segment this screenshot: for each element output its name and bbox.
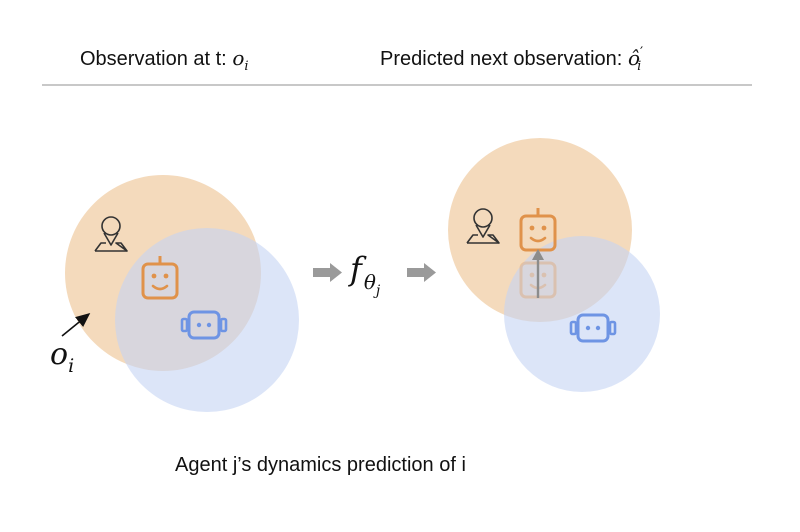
input-arrow bbox=[313, 263, 342, 282]
observation-label-base: o bbox=[50, 337, 68, 372]
person-pin-icon-predicted bbox=[466, 208, 500, 244]
right-panel bbox=[448, 138, 660, 392]
robot-icon-agent-j-predicted bbox=[569, 313, 617, 343]
output-arrow bbox=[407, 263, 436, 282]
robot-icon-agent-j bbox=[180, 310, 228, 340]
person-pin-icon bbox=[94, 216, 128, 252]
function-label-subsubscript: j bbox=[373, 283, 381, 299]
motion-arrow bbox=[532, 249, 544, 298]
right-header-symbol-subscript: i bbox=[637, 59, 642, 74]
observation-pointer-arrow bbox=[61, 312, 91, 337]
right-header-text: Predicted next observation: bbox=[380, 48, 623, 70]
agent-j-observation-circle bbox=[115, 228, 299, 412]
left-header-text: Observation at t: bbox=[80, 48, 227, 70]
right-header: Predicted next observation: ô′i bbox=[380, 45, 644, 74]
right-header-symbol: ô′i bbox=[627, 45, 644, 74]
header-divider bbox=[42, 84, 752, 86]
left-header-symbol: oi bbox=[232, 46, 248, 74]
robot-icon-agent-i bbox=[141, 256, 179, 300]
right-header-symbol-prime: ′ bbox=[639, 45, 644, 61]
right-header-symbol-base: ô bbox=[627, 46, 640, 70]
left-header-symbol-base: o bbox=[232, 46, 245, 70]
left-header: Observation at t: oi bbox=[80, 46, 249, 74]
left-header-symbol-subscript: i bbox=[244, 59, 249, 74]
observation-label-subscript: i bbox=[68, 355, 74, 377]
left-panel: oi bbox=[50, 175, 299, 412]
figure-caption: Agent j’s dynamics prediction of i bbox=[175, 454, 466, 476]
function-label-subscript: θ bbox=[364, 270, 376, 294]
observation-label: oi bbox=[50, 337, 74, 377]
